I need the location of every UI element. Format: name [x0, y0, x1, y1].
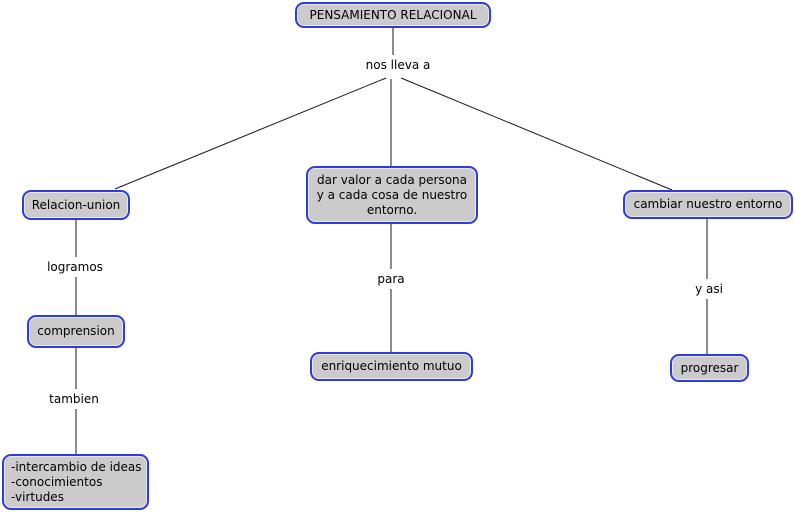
concept-node-pensamiento-relacional[interactable]: PENSAMIENTO RELACIONAL — [295, 2, 491, 28]
link-label-nos-lleva-a[interactable]: nos lleva a — [365, 58, 431, 72]
link-label-tambien[interactable]: tambien — [49, 392, 99, 406]
link-label-y-asi[interactable]: y asi — [695, 282, 723, 296]
connector-nosllevaa-to-cambiar — [400, 77, 673, 191]
concept-node-progresar[interactable]: progresar — [670, 354, 749, 382]
concept-node-intercambio-conocimientos-virtudes[interactable]: -intercambio de ideas -conocimientos -vi… — [2, 454, 149, 510]
connector-nosllevaa-to-relacion — [114, 77, 387, 190]
link-label-para[interactable]: para — [377, 272, 405, 286]
concept-node-comprension[interactable]: comprension — [27, 315, 125, 348]
concept-node-dar-valor[interactable]: dar valor a cada persona y a cada cosa d… — [306, 166, 478, 224]
concept-node-enriquecimiento-mutuo[interactable]: enriquecimiento mutuo — [310, 352, 473, 381]
concept-node-cambiar-nuestro-entorno[interactable]: cambiar nuestro entorno — [623, 190, 793, 219]
concept-node-relacion-union[interactable]: Relacion-union — [22, 190, 130, 220]
link-label-logramos[interactable]: logramos — [47, 260, 103, 274]
